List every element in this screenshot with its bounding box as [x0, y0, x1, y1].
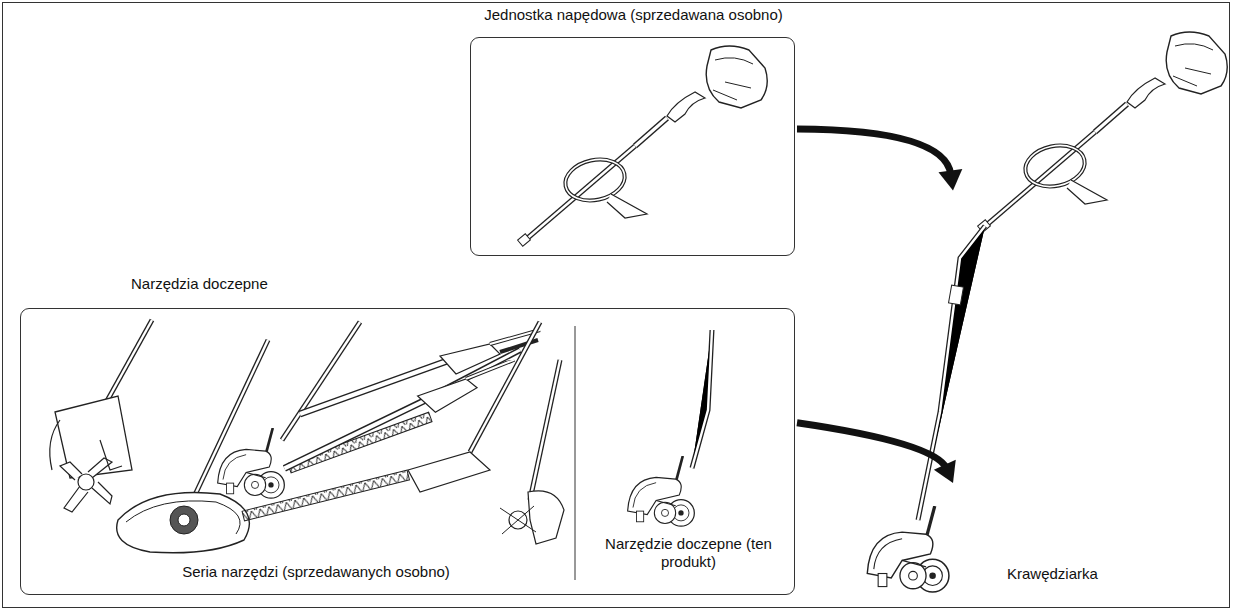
flow-arrow	[797, 129, 962, 191]
assembled-tool: Krawędziarka	[955, 15, 1225, 600]
power-unit-box: Jednostka napędowa (sprzedawana osobno)	[470, 37, 795, 256]
edger-attachment-series	[218, 322, 360, 498]
arrow-head	[938, 169, 962, 190]
power-unit	[518, 46, 768, 246]
series-caption: Seria narzędzi (sprzedawanych osobno)	[61, 563, 571, 581]
edger-attachment-product	[628, 330, 712, 526]
flow-arrow	[797, 423, 956, 483]
arrow-shaft	[797, 423, 946, 469]
attachments-box: Narzędzia doczepneSeria narzędzi (sprzed…	[20, 308, 795, 595]
arrow-shaft	[797, 129, 951, 175]
arrow-head	[934, 460, 956, 483]
product-caption: Narzędzie doczepne (ten produkt)	[586, 535, 791, 571]
product-name: Krawędziarka	[1007, 565, 1147, 583]
hedge-trimmer-attachments	[242, 322, 540, 521]
box-heading: Narzędzia doczepne	[131, 275, 391, 293]
divider-line	[575, 326, 576, 580]
string-trimmer-attachment	[500, 360, 564, 544]
box-heading: Jednostka napędowa (sprzedawana osobno)	[401, 6, 866, 24]
assembled-edger	[867, 32, 1227, 592]
tiller-attachment	[50, 320, 152, 512]
